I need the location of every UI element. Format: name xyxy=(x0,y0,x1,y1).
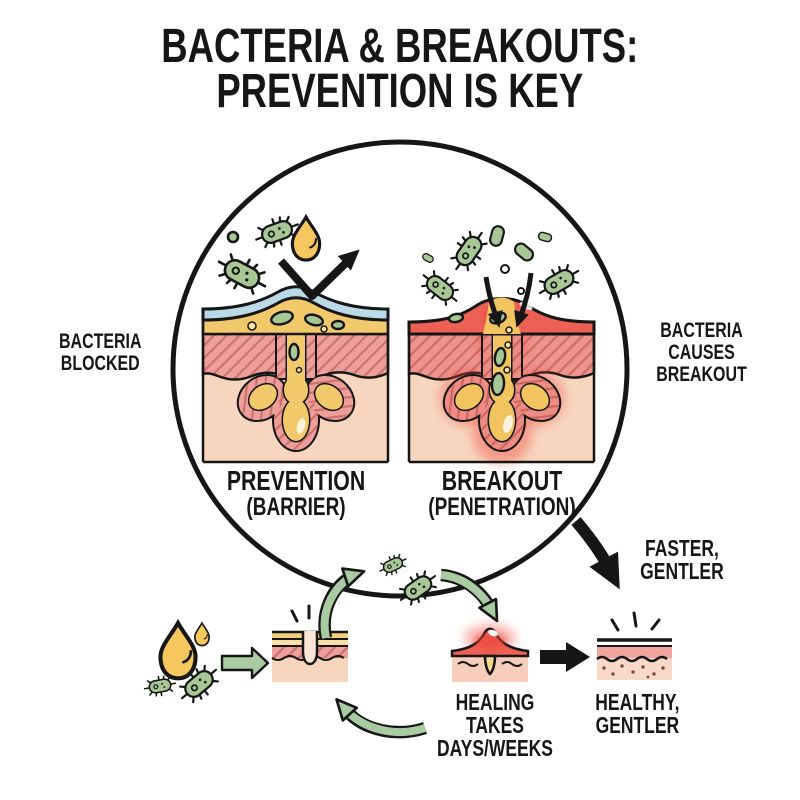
heals-to-arrow-icon xyxy=(540,642,590,672)
prevention-label: PREVENTION (BARRIER) xyxy=(196,465,396,521)
bacteria-blob-icon xyxy=(487,223,507,249)
sebum-drip xyxy=(483,654,497,676)
breakout-label-main: BREAKOUT xyxy=(441,465,563,496)
bacteria-dot-icon xyxy=(226,230,240,244)
cycle-arrow-icon xyxy=(220,646,270,680)
bacteria-icon xyxy=(392,564,444,612)
sparkle-icon xyxy=(610,611,661,632)
oil-drop-icon xyxy=(160,623,195,678)
bacteria-dot-icon xyxy=(500,264,510,274)
penetrating-bacteria-group xyxy=(414,223,587,331)
bacteria-blob-icon xyxy=(421,251,435,265)
damaged-skin-illustration xyxy=(271,604,348,682)
pimple-skin-illustration xyxy=(450,624,530,682)
healthy-line1: HEALTHY, xyxy=(594,689,680,715)
follicle-left xyxy=(227,324,365,452)
faster-gentler-line1: FASTER, xyxy=(645,535,719,561)
cycle-return-arrow-icon xyxy=(328,691,427,739)
bacteria-dot-icon xyxy=(517,287,525,295)
bacteria-icon xyxy=(414,264,466,312)
comparison-circle xyxy=(170,139,630,599)
bacteria-blob-icon xyxy=(511,240,537,264)
page-title: BACTERIA & BREAKOUTS: PREVENTION IS KEY xyxy=(0,20,800,118)
bacteria-icon xyxy=(444,223,494,279)
bacteria-blocked-line1: BACTERIA xyxy=(58,330,142,353)
bacteria-causes-line3: BREAKOUT xyxy=(655,363,747,386)
bacteria-icon xyxy=(375,550,411,580)
cycle-arrow-icon xyxy=(318,561,369,640)
page-title-line2: PREVENTION IS KEY xyxy=(216,65,584,118)
breakout-skin-illustration xyxy=(407,297,596,464)
bacteria-causes-line1: BACTERIA xyxy=(659,319,743,342)
shortcut-arrow-icon xyxy=(571,517,635,597)
healthy-skin-illustration xyxy=(596,611,672,680)
bacteria-blocked-line2: BLOCKED xyxy=(60,352,140,375)
healthy-label: HEALTHY, GENTLER xyxy=(572,691,702,737)
prevention-skin-illustration xyxy=(201,285,390,464)
bacteria-blob-icon xyxy=(536,230,554,244)
blocked-bacteria-group xyxy=(210,210,367,302)
breakout-label: BREAKOUT (PENETRATION) xyxy=(400,465,604,521)
bacteria-icon xyxy=(531,258,587,306)
healthy-line2: GENTLER xyxy=(595,712,679,738)
prevention-label-main: PREVENTION xyxy=(226,465,366,496)
penetration-arrow-icon xyxy=(509,272,534,331)
oil-drop-icon xyxy=(290,215,322,262)
breakout-label-sub: (PENETRATION) xyxy=(428,493,576,521)
trigger-group xyxy=(142,622,226,710)
cycle-bacteria-group xyxy=(375,550,444,612)
penetration-arrow-icon xyxy=(483,276,507,330)
bacteria-causes-breakout-label: BACTERIA CAUSES BREAKOUT xyxy=(628,320,774,386)
healing-line2: DAYS/WEEKS xyxy=(437,735,553,761)
oil-drop-icon xyxy=(194,622,210,647)
prevention-label-sub: (BARRIER) xyxy=(246,493,346,521)
follicle-right xyxy=(433,324,571,452)
open-pore xyxy=(301,631,319,666)
faster-gentler-line2: GENTLER xyxy=(640,558,724,584)
bacteria-causes-line2: CAUSES xyxy=(667,341,735,364)
faster-gentler-label: FASTER, GENTLER xyxy=(618,537,746,583)
healing-line1: HEALING TAKES xyxy=(455,689,535,738)
page-title-line1: BACTERIA & BREAKOUTS: xyxy=(161,20,639,73)
skin-texture-dots xyxy=(602,664,665,679)
bacteria-icon xyxy=(210,246,274,302)
bounce-arrow-icon xyxy=(278,242,367,300)
healing-label: HEALING TAKES DAYS/WEEKS xyxy=(415,691,575,760)
bacteria-blocked-label: BACTERIA BLOCKED xyxy=(30,331,170,375)
cycle-arrow-icon xyxy=(440,568,507,627)
